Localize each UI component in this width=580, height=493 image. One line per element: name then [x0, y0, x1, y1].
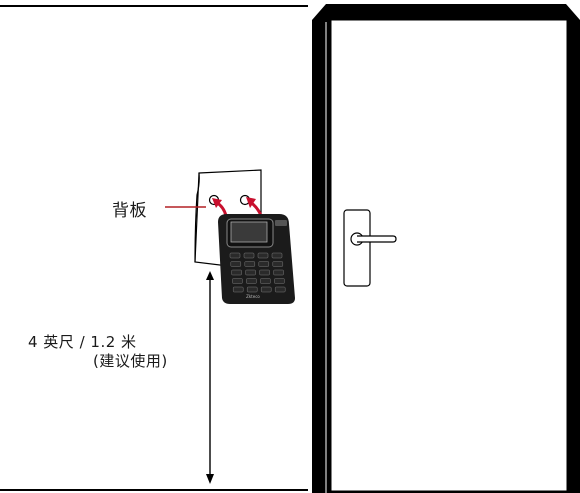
keypad-key [229, 252, 241, 259]
height-label-line1: 4 英尺 / 1.2 米 [28, 333, 137, 351]
door-handle-icon [343, 209, 397, 287]
keypad-key [272, 261, 284, 267]
keypad-key [244, 261, 256, 267]
backplate-label: 背板 [112, 201, 147, 221]
keypad-key [260, 278, 271, 284]
keypad-key [230, 261, 242, 267]
keypad-key [245, 269, 256, 276]
keypad-icon [229, 252, 286, 293]
device-screen [230, 221, 268, 243]
height-label-line2: (建议使用) [93, 352, 168, 370]
keypad-key [273, 269, 284, 276]
keypad-key [271, 252, 283, 259]
device-brand: Zkteco [246, 294, 260, 299]
keypad-key [243, 252, 255, 259]
keypad-key [246, 286, 258, 293]
keypad-key [274, 286, 286, 293]
keypad-key [259, 269, 270, 276]
terminal-device: Zkteco [218, 214, 295, 304]
keypad-key [232, 286, 244, 293]
double-arrow-icon [206, 271, 214, 484]
door [312, 4, 580, 493]
keypad-key [274, 278, 285, 284]
keypad-key [257, 252, 269, 259]
keypad-key [246, 278, 257, 284]
keypad-key [231, 269, 242, 276]
keypad-key [232, 278, 243, 284]
keypad-key [260, 286, 272, 293]
keypad-key [258, 261, 270, 267]
